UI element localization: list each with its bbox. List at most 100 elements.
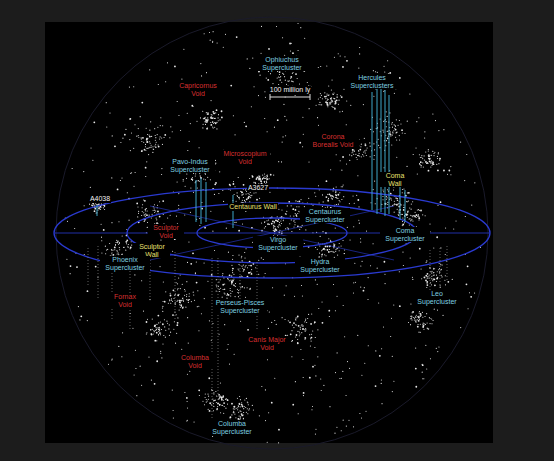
galaxy-point (423, 329, 424, 330)
galaxy-point (266, 181, 267, 182)
galaxy-point (282, 317, 283, 318)
galaxy-point (421, 268, 422, 269)
galaxy-point (156, 329, 157, 330)
galaxy-point (300, 327, 301, 328)
galaxy-point (241, 194, 242, 195)
galaxy-point (213, 112, 215, 114)
map-ground (45, 22, 493, 443)
galaxy-point (326, 249, 328, 251)
galaxy-point (260, 181, 261, 182)
galaxy-point (101, 237, 102, 238)
galaxy-point (76, 266, 78, 268)
galaxy-point (415, 148, 416, 149)
galaxy-point (162, 200, 164, 202)
galaxy-point (155, 135, 156, 136)
galaxy-point (386, 126, 387, 127)
galaxy-point (308, 198, 309, 199)
galaxy-point (183, 49, 184, 50)
galaxy-point (121, 254, 122, 255)
galaxy-point (327, 95, 328, 96)
galaxy-point (236, 201, 237, 202)
galaxy-point (436, 275, 437, 276)
galaxy-point (318, 185, 319, 186)
galaxy-point (142, 137, 144, 139)
galaxy-point (299, 83, 300, 84)
galaxy-point (117, 251, 118, 252)
galaxy-point (207, 119, 208, 120)
galaxy-point (119, 247, 120, 248)
galaxy-point (156, 360, 158, 362)
galaxy-point (117, 242, 118, 243)
galaxy-point (430, 167, 431, 168)
galaxy-point (131, 172, 132, 173)
galaxy-point (432, 151, 433, 152)
galaxy-point (439, 160, 440, 161)
galaxy-point (353, 282, 354, 283)
galaxy-point (273, 230, 274, 231)
galaxy-point (214, 400, 215, 401)
galaxy-point (433, 162, 434, 163)
galaxy-point (119, 249, 120, 250)
galaxy-point (383, 167, 384, 168)
galaxy-point (262, 179, 263, 180)
galaxy-point (184, 214, 185, 215)
galaxy-point (399, 271, 400, 272)
galaxy-point (216, 128, 217, 129)
galaxy-point (322, 302, 323, 303)
galaxy-point (131, 132, 132, 133)
galaxy-point (158, 146, 160, 148)
galaxy-point (291, 330, 292, 331)
galaxy-point (420, 157, 421, 158)
galaxy-point (248, 193, 249, 194)
galaxy-point (426, 284, 428, 286)
galaxy-point (417, 209, 418, 210)
galaxy-point (145, 216, 146, 217)
galaxy-point (420, 316, 421, 317)
galaxy-point (146, 148, 147, 149)
galaxy-point (281, 223, 282, 224)
galaxy-point (243, 269, 244, 270)
galaxy-point (421, 278, 422, 279)
galaxy-point (130, 150, 131, 151)
galaxy-point (302, 326, 303, 327)
galaxy-point (428, 149, 429, 150)
galaxy-point (263, 177, 264, 178)
galaxy-point (422, 214, 423, 215)
galaxy-point (320, 97, 321, 98)
galaxy-point (232, 291, 233, 292)
galaxy-point (396, 198, 397, 199)
galaxy-point (438, 152, 439, 153)
galaxy-point (425, 324, 426, 325)
galaxy-point (324, 96, 326, 98)
galaxy-point (428, 154, 429, 155)
galaxy-point (288, 81, 289, 82)
galaxy-point (164, 319, 165, 320)
galaxy-point (423, 276, 425, 278)
galaxy-point (273, 227, 274, 228)
galaxy-point (151, 147, 152, 148)
galaxy-point (305, 229, 306, 230)
galaxy-point (149, 147, 150, 148)
galaxy-point (169, 324, 170, 325)
galaxy-point (210, 124, 212, 126)
galaxy-point (215, 122, 217, 124)
galaxy-point (98, 204, 99, 205)
galaxy-point (410, 318, 411, 319)
galaxy-point (291, 219, 292, 220)
galaxy-point (441, 276, 442, 277)
galaxy-point (368, 277, 369, 278)
galaxy-point (292, 208, 294, 210)
galaxy-point (182, 284, 183, 285)
galaxy-point (198, 330, 199, 331)
galaxy-point (341, 170, 342, 171)
galaxy-point (335, 197, 336, 198)
galaxy-point (432, 163, 434, 165)
galaxy-point (146, 138, 148, 140)
galaxy-point (430, 271, 431, 272)
galaxy-point (412, 221, 413, 222)
galaxy-point (218, 403, 219, 404)
galaxy-point (428, 155, 430, 157)
galaxy-point (180, 304, 182, 306)
galaxy-point (92, 160, 93, 161)
galaxy-point (378, 139, 379, 140)
